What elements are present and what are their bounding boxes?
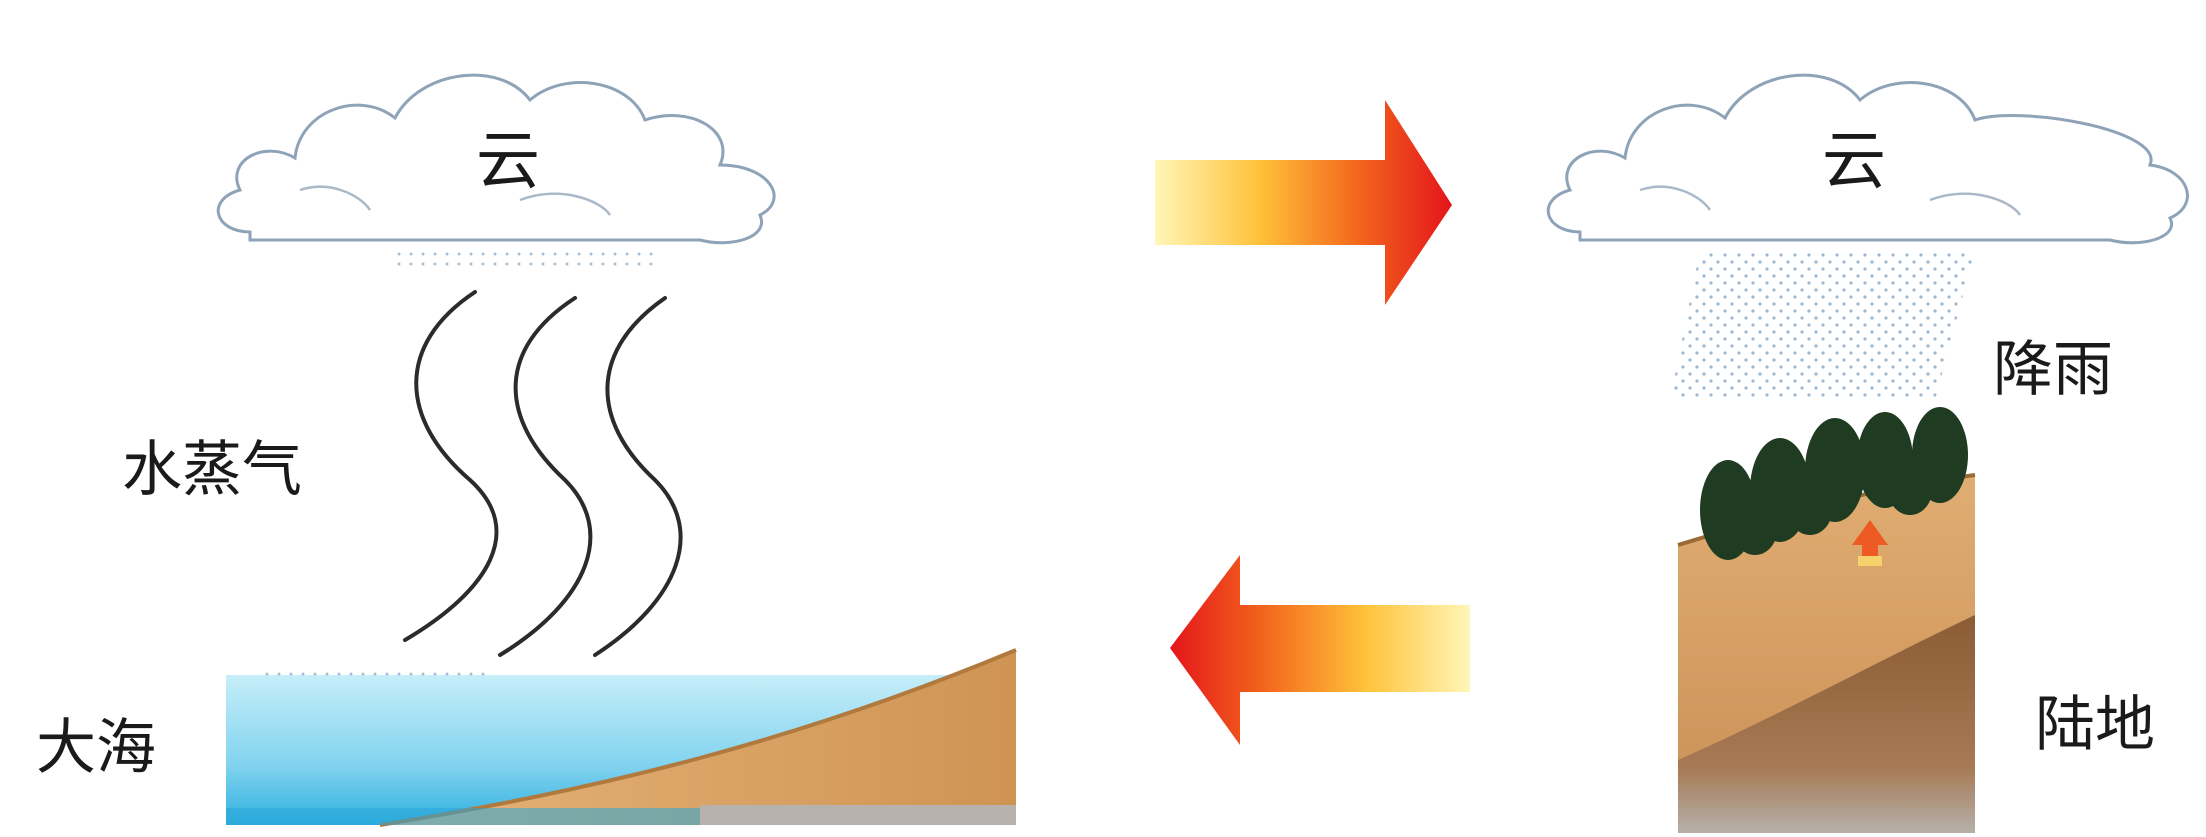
sea-block (226, 650, 1016, 825)
water-vapor-label: 水蒸气 (122, 440, 302, 500)
right-arrow-icon (1155, 100, 1452, 305)
rain (1670, 250, 1975, 400)
land-block (1678, 407, 1975, 833)
sea-label: 大海 (36, 718, 156, 778)
left-arrow-icon (1170, 555, 1470, 745)
rain-label: 降雨 (1993, 340, 2113, 400)
cloud-right-label: 云 (1822, 130, 1886, 194)
cloud-left-label: 云 (476, 130, 540, 194)
vapor-lines (405, 292, 681, 655)
land-label: 陆地 (2035, 695, 2155, 755)
